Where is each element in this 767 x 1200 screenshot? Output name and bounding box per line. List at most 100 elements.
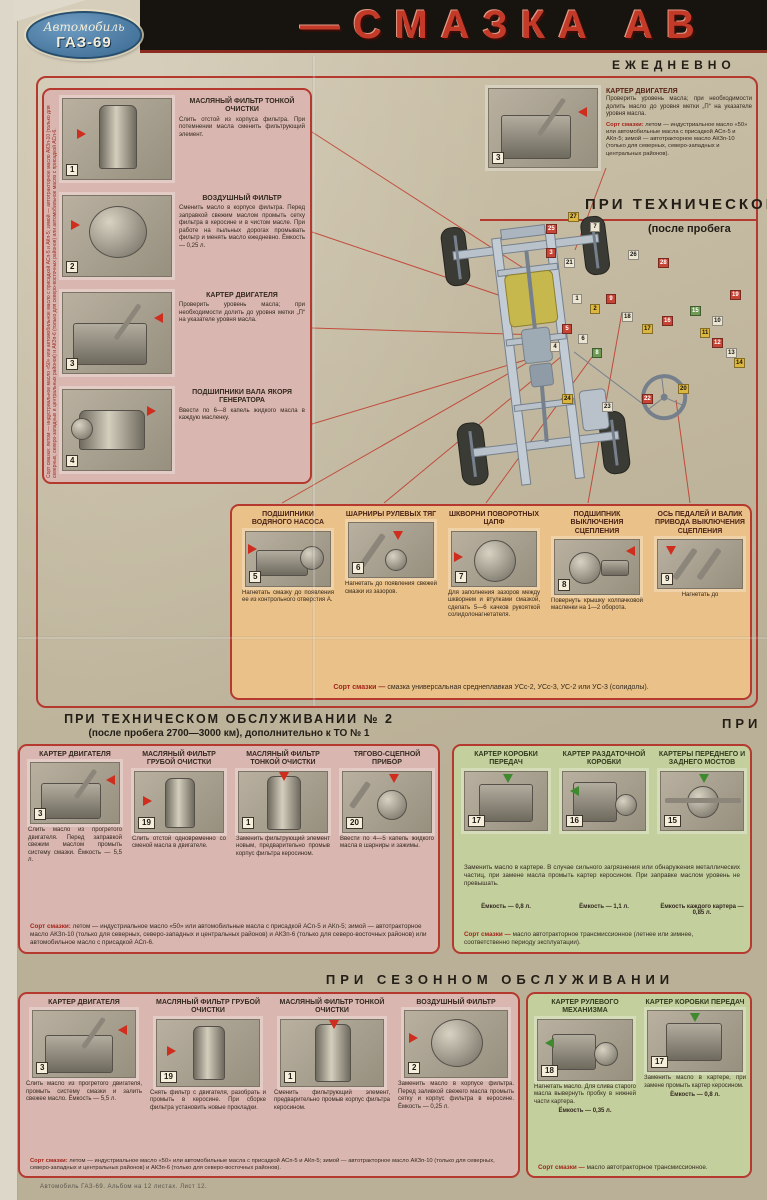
grade-note: Сорт смазки — масло автотракторное транс… bbox=[464, 931, 740, 947]
diagram-callout: 28 bbox=[658, 258, 669, 268]
photo-oil-filter-coarse: 19 bbox=[134, 770, 224, 833]
pointer-arrow-icon bbox=[77, 129, 91, 139]
item-description: Слить отстой из корпуса фильтра. При пот… bbox=[179, 116, 305, 138]
component-shape bbox=[501, 115, 571, 159]
photo-tow-hook: 20 bbox=[342, 770, 432, 833]
badge-script-text: Автомобиль bbox=[43, 20, 125, 34]
diagram-callout: 12 bbox=[712, 338, 723, 348]
transmission-panel: КАРТЕР КОРОБКИ ПЕРЕДАЧ 17 КАРТЕР РАЗДАТО… bbox=[452, 744, 752, 954]
item-title: КАРТЕР РАЗДАТОЧНОЙ КОРОБКИ bbox=[562, 751, 646, 767]
photo-air-filter: 2 bbox=[62, 195, 172, 277]
maintenance-item: ТЯГОВО-СЦЕПНОЙ ПРИБОР 20 Ввести по 4—5 к… bbox=[340, 751, 434, 851]
item-description: Сменить масло в корпусе фильтра. Перед з… bbox=[179, 205, 305, 249]
diagram-callout: 14 bbox=[734, 358, 745, 368]
item-description: Проверить уровень масла; при необходимос… bbox=[606, 96, 752, 118]
item-description: Снять фильтр с двигателя, разобрать и пр… bbox=[150, 1089, 266, 1111]
pulley-shape bbox=[300, 545, 324, 570]
diagram-callout: 19 bbox=[730, 290, 741, 300]
photo-engine-crankcase: 3 bbox=[62, 292, 172, 374]
pedal-shape bbox=[696, 547, 722, 581]
maintenance-item: 2 ВОЗДУШНЫЙ ФИЛЬТР Сменить масло в корпу… bbox=[62, 195, 312, 277]
seasonal-heading: ПРИ СЕЗОННОМ ОБСЛУЖИВАНИИ bbox=[325, 972, 675, 987]
grade-note: Сорт смазки: летом — индустриальное масл… bbox=[30, 923, 428, 947]
diagram-callout: 20 bbox=[678, 384, 689, 394]
to1-subheading: (после пробега bbox=[648, 223, 731, 235]
pointer-arrow-icon bbox=[71, 220, 85, 230]
diagram-callout: 22 bbox=[642, 394, 653, 404]
grease-points-panel: ПОДШИПНИКИ ВОДЯНОГО НАСОСА 5 Нагнетать с… bbox=[230, 504, 752, 700]
gaz-69-badge: Автомобиль ГАЗ-69 bbox=[26, 11, 142, 59]
maintenance-item: КАРТЕР ДВИГАТЕЛЯ 3 Слить масло из прогре… bbox=[26, 999, 142, 1104]
capacity-note: Ёмкость каждого картера — 0,85 л. bbox=[660, 904, 744, 916]
capacity-note: Ёмкость — 0,8 л. bbox=[481, 904, 531, 910]
item-number-tag: 2 bbox=[66, 261, 79, 273]
photo-oil-filter-coarse-seasonal: 19 bbox=[156, 1018, 260, 1087]
item-title: ВОЗДУШНЫЙ ФИЛЬТР bbox=[416, 999, 496, 1006]
maintenance-item: КАРТЕРЫ ПЕРЕДНЕГО И ЗАДНЕГО МОСТОВ 15 bbox=[658, 751, 746, 831]
item-number-tag: 8 bbox=[558, 578, 571, 591]
photo-oil-filter-fine-to2: 1 bbox=[238, 770, 328, 833]
chassis-drawing bbox=[440, 215, 688, 486]
item-number-tag: 3 bbox=[492, 152, 505, 164]
item-text-block: ПОДШИПНИКИ ВАЛА ЯКОРЯ ГЕНЕРАТОРА Ввести … bbox=[179, 389, 305, 471]
capacity-note: Ёмкость — 1,1 л. bbox=[579, 904, 629, 910]
grade-text: летом — индустриальное масло «50» или ав… bbox=[30, 923, 427, 947]
hook-shape bbox=[377, 789, 407, 820]
pointer-arrow-icon bbox=[389, 773, 399, 788]
grade-label: Сорт смазки: bbox=[30, 923, 71, 931]
diagram-callout: 8 bbox=[592, 348, 602, 358]
item-title: ШКВОРНИ ПОВОРОТНЫХ ЦАПФ bbox=[448, 511, 539, 527]
photo-oil-filter-fine-seasonal: 1 bbox=[280, 1018, 384, 1087]
to1-heading: ПРИ ТЕХНИЧЕСКОМ bbox=[585, 196, 767, 213]
joint-shape bbox=[385, 549, 407, 572]
diagram-callout: 18 bbox=[622, 312, 633, 322]
item-title: КАРТЕР КОРОБКИ ПЕРЕДАЧ bbox=[474, 751, 538, 767]
maintenance-item: КАРТЕР КОРОБКИ ПЕРЕДАЧ 17 bbox=[462, 751, 550, 831]
pointer-arrow-icon bbox=[248, 543, 262, 554]
item-title: ОСЬ ПЕДАЛЕЙ И ВАЛИК ПРИВОДА ВЫКЛЮЧЕНИЯ С… bbox=[655, 511, 745, 535]
maintenance-item: ОСЬ ПЕДАЛЕЙ И ВАЛИК ПРИВОДА ВЫКЛЮЧЕНИЯ С… bbox=[654, 511, 746, 599]
pointer-arrow-icon bbox=[699, 773, 709, 788]
item-number-tag: 5 bbox=[249, 570, 262, 583]
diagram-callout: 1 bbox=[572, 294, 582, 304]
title-band: —СМАЗКА АВ bbox=[140, 0, 767, 53]
maintenance-item: КАРТЕР РАЗДАТОЧНОЙ КОРОБКИ 16 bbox=[560, 751, 648, 831]
seasonal-pink-panel: КАРТЕР ДВИГАТЕЛЯ 3 Слить масло из прогре… bbox=[18, 992, 520, 1178]
to1-heading-rule bbox=[480, 219, 758, 221]
item-description: Слить масло из прогретого двигателя. Пер… bbox=[28, 827, 122, 864]
item-description: Нагнетать до bbox=[681, 591, 719, 598]
pedal-shape bbox=[672, 547, 698, 581]
item-number-tag: 19 bbox=[160, 1070, 177, 1083]
to2-heading: ПРИ ТЕХНИЧЕСКОМ ОБСЛУЖИВАНИИ № 2 bbox=[64, 712, 394, 726]
item-description: Слить отстой одновременно со сменой масл… bbox=[132, 835, 226, 850]
axle-shape bbox=[665, 797, 741, 803]
diagram-callout: 9 bbox=[606, 294, 616, 304]
item-description: Сменить фильтрующий элемент, предварител… bbox=[274, 1089, 390, 1111]
item-title: ТЯГОВО-СЦЕПНОЙ ПРИБОР bbox=[353, 751, 421, 767]
pointer-arrow-icon bbox=[573, 107, 587, 117]
poster-title: —СМАЗКА АВ bbox=[300, 3, 708, 47]
component-shape bbox=[89, 206, 147, 258]
item-title: КАРТЕРЫ ПЕРЕДНЕГО И ЗАДНЕГО МОСТОВ bbox=[658, 751, 746, 767]
diagram-callout: 6 bbox=[578, 334, 588, 344]
to2-parts-panel: КАРТЕР ДВИГАТЕЛЯ 3 Слить масло из прогре… bbox=[18, 744, 440, 954]
item-description: Заменить масло в картере, при замене про… bbox=[644, 1075, 746, 1089]
item-description: Слить масло из прогретого двигателя, про… bbox=[26, 1081, 142, 1103]
maintenance-item: 1 МАСЛЯНЫЙ ФИЛЬТР ТОНКОЙ ОЧИСТКИ Слить о… bbox=[62, 98, 312, 180]
flange-shape bbox=[615, 793, 637, 816]
pointer-arrow-icon bbox=[149, 313, 163, 323]
maintenance-item: КАРТЕР КОРОБКИ ПЕРЕДАЧ 17 Заменить масло… bbox=[644, 999, 746, 1098]
maintenance-item: МАСЛЯНЫЙ ФИЛЬТР ГРУБОЙ ОЧИСТКИ 19 Снять … bbox=[150, 999, 266, 1112]
diagram-callout: 2 bbox=[590, 304, 600, 314]
item-number-tag: 20 bbox=[346, 816, 363, 829]
photo-gearbox-seasonal: 17 bbox=[647, 1010, 743, 1073]
component-shape bbox=[45, 1035, 113, 1074]
pointer-arrow-icon bbox=[666, 545, 676, 560]
diagram-callout: 24 bbox=[562, 394, 573, 404]
item-text-block: КАРТЕР ДВИГАТЕЛЯ Проверить уровень масла… bbox=[179, 292, 305, 374]
photo-oil-filter-fine: 1 bbox=[62, 98, 172, 180]
photo-water-pump: 5 bbox=[245, 530, 331, 587]
